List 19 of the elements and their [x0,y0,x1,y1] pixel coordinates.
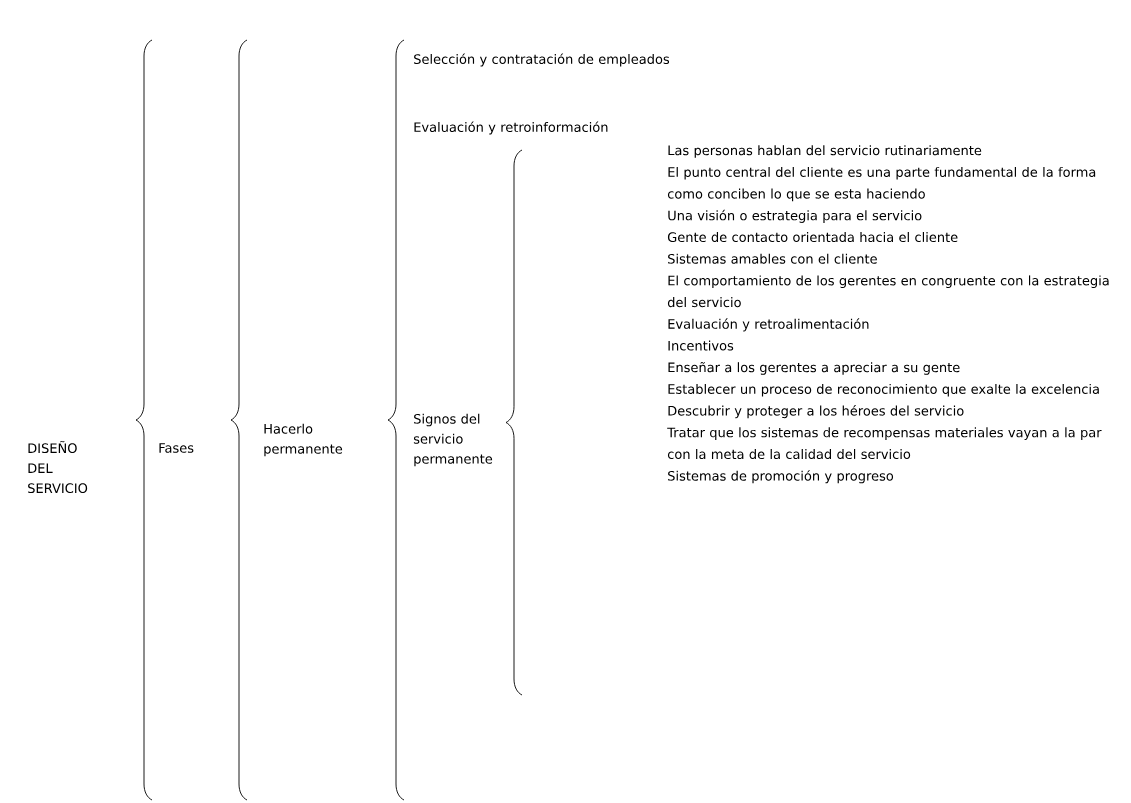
list-item: El comportamiento de los gerentes en congruente con la estrategia del servicio [667,275,1109,308]
branch-label: Evaluación y retroinformación [414,121,608,135]
root-label: DISEÑO DEL SERVICIO [28,440,88,494]
branch-label: Fases [159,443,194,453]
list-item: Tratar que los sistemas de recompensas materiales vayan a la par con la meta de la calidad del servicio [667,427,1102,460]
branch-label: Selección y contratación de empleados [414,53,670,67]
list-item: El punto central del cliente es una parte fundamental de la forma como conciben lo que se esta haciendo [667,166,1096,202]
list-item: Evaluación y retroalimentación [668,318,869,332]
branch-label: Signos del servicio permanente [413,413,493,467]
branch-label: Hacerlo permanente [264,423,343,457]
list-item: Gente de contacto orientada hacia el cliente [667,232,958,243]
list-item: Enseñar a los gerentes a apreciar a su gente [668,362,960,375]
list-item: Establecer un proceso de reconocimiento que exalte la excelencia [668,383,1099,397]
list-item: Sistemas amables con el cliente [668,253,877,264]
list-item: Sistemas de promoción y progreso [668,470,894,484]
list-item: Descubrir y proteger a los héroes del servicio [668,405,964,419]
list-item: Incentivos [668,340,734,351]
list-item: Las personas hablan del servicio rutinariamente [668,145,982,158]
list-item: Una visión o estrategia para el servicio [668,209,922,223]
